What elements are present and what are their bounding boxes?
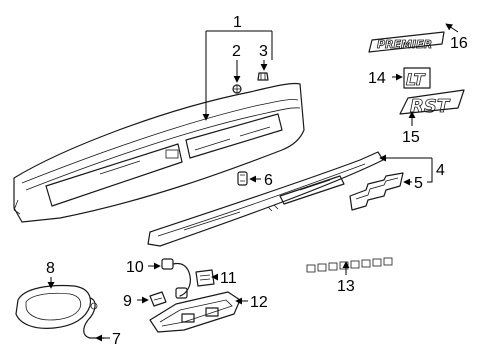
svg-text:RST: RST <box>410 96 451 117</box>
callout-4: 4 <box>436 162 445 179</box>
callout-6: 6 <box>264 172 273 189</box>
switch-assembly <box>149 291 241 333</box>
premier-emblem: PREMIER <box>368 31 445 53</box>
lower-molding <box>147 151 384 247</box>
callout-1: 1 <box>233 14 242 31</box>
callout-7: 7 <box>112 331 121 348</box>
connector-11 <box>195 269 215 287</box>
callout-9: 9 <box>123 293 132 310</box>
callout-13: 13 <box>337 278 355 295</box>
applique-panel <box>13 82 305 223</box>
callout-3: 3 <box>259 43 268 60</box>
callout-2: 2 <box>232 43 241 60</box>
rst-emblem: RST <box>399 89 465 117</box>
screw-2 <box>232 84 242 94</box>
leader-lines <box>47 23 459 342</box>
callout-8: 8 <box>46 260 55 277</box>
callout-15: 15 <box>402 129 420 146</box>
callout-5: 5 <box>414 175 423 192</box>
bowtie-emblem <box>349 172 404 211</box>
callout-16: 16 <box>450 35 468 52</box>
harness-10 <box>161 258 191 299</box>
clip-3 <box>257 72 269 81</box>
letter-badges <box>306 257 393 273</box>
lt-emblem: LT <box>403 67 431 89</box>
camera-assembly <box>15 284 105 339</box>
clip-6 <box>237 171 248 186</box>
connector-9 <box>149 291 167 307</box>
svg-text:LT: LT <box>406 70 426 89</box>
svg-text:PREMIER: PREMIER <box>377 38 432 51</box>
callout-12: 12 <box>250 294 268 311</box>
callout-11: 11 <box>220 270 237 287</box>
callout-14: 14 <box>368 70 386 87</box>
callout-10: 10 <box>126 259 144 276</box>
callout-labels: 1 2 3 4 5 6 7 8 9 10 11 12 13 14 15 16 <box>46 14 468 348</box>
